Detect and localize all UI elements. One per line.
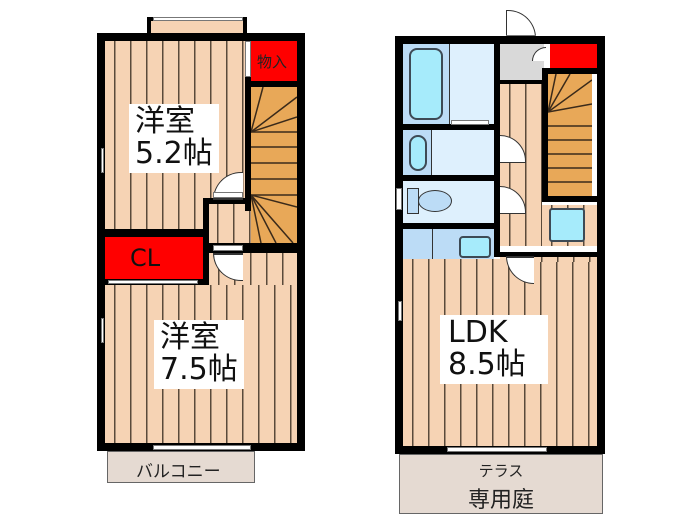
wall <box>395 175 500 181</box>
corridor-floor <box>500 84 542 246</box>
door-frame <box>213 192 243 198</box>
window-toilet <box>396 188 402 210</box>
window-terrace[interactable] <box>447 447 547 452</box>
window-side <box>101 148 104 173</box>
wall <box>97 229 209 237</box>
door-frame <box>213 245 243 251</box>
wall <box>395 36 403 454</box>
terrace-label: テラス <box>478 462 524 480</box>
wall <box>395 36 605 44</box>
room-size: 7.5帖 <box>160 352 238 388</box>
wall <box>245 81 303 87</box>
entrance-door[interactable] <box>506 10 536 38</box>
window-side <box>101 318 104 343</box>
room-name: 洋室 <box>135 104 195 139</box>
room-size: 8.5帖 <box>448 347 526 383</box>
balcony-label: バルコニー <box>136 462 221 482</box>
storage-label: 物入 <box>257 53 288 71</box>
wall <box>97 33 305 41</box>
staircase-2f <box>251 87 297 243</box>
wall <box>597 36 605 454</box>
bathroom-wash <box>449 44 494 124</box>
bath-door[interactable] <box>451 120 489 125</box>
stairs-inner-wall <box>245 87 251 211</box>
terrace-sublabel: 専用庭 <box>467 488 534 513</box>
closet-label: CL <box>130 244 161 272</box>
wall <box>494 44 500 256</box>
wall <box>542 196 597 202</box>
wall <box>203 198 209 286</box>
wall <box>542 68 597 74</box>
stairs-icon <box>548 74 592 183</box>
room-label-ldk: LDK 8.5帖 <box>440 315 548 384</box>
window-ldk-side <box>398 301 402 321</box>
shoe-storage <box>550 44 597 68</box>
window-balcony[interactable] <box>153 445 251 450</box>
wall <box>542 68 548 202</box>
wall <box>500 80 544 84</box>
kitchen-sink-icon <box>459 236 491 258</box>
closet-cl: CL <box>105 237 203 279</box>
sink-icon <box>409 135 427 171</box>
wall <box>494 252 597 257</box>
room-name: 洋室 <box>160 320 220 355</box>
room-size: 5.2帖 <box>135 136 213 172</box>
washroom-area <box>431 130 494 175</box>
ldk-floor-upper <box>500 252 597 262</box>
wall <box>395 223 500 229</box>
room-label-upper: 洋室 5.2帖 <box>129 104 219 173</box>
wall <box>203 243 303 253</box>
shoe-storage-door[interactable] <box>532 47 546 61</box>
terrace: テラス 専用庭 <box>399 454 603 514</box>
stairs-icon <box>251 87 297 243</box>
wall <box>395 124 500 130</box>
storage-closet: 物入 <box>251 41 297 81</box>
window-top <box>153 17 243 21</box>
toilet-icon <box>418 190 452 212</box>
kitchen-divider <box>432 229 433 259</box>
room-name: LDK <box>448 315 508 350</box>
balcony: バルコニー <box>107 451 255 483</box>
room-label-lower: 洋室 7.5帖 <box>154 320 244 389</box>
wall <box>297 33 305 451</box>
refrigerator-icon <box>549 208 585 242</box>
wall <box>203 198 251 204</box>
bathtub-icon <box>409 48 443 120</box>
closet-door[interactable] <box>108 280 198 284</box>
wall <box>97 33 105 451</box>
staircase-1f <box>548 74 592 196</box>
storage-door[interactable] <box>245 41 251 77</box>
